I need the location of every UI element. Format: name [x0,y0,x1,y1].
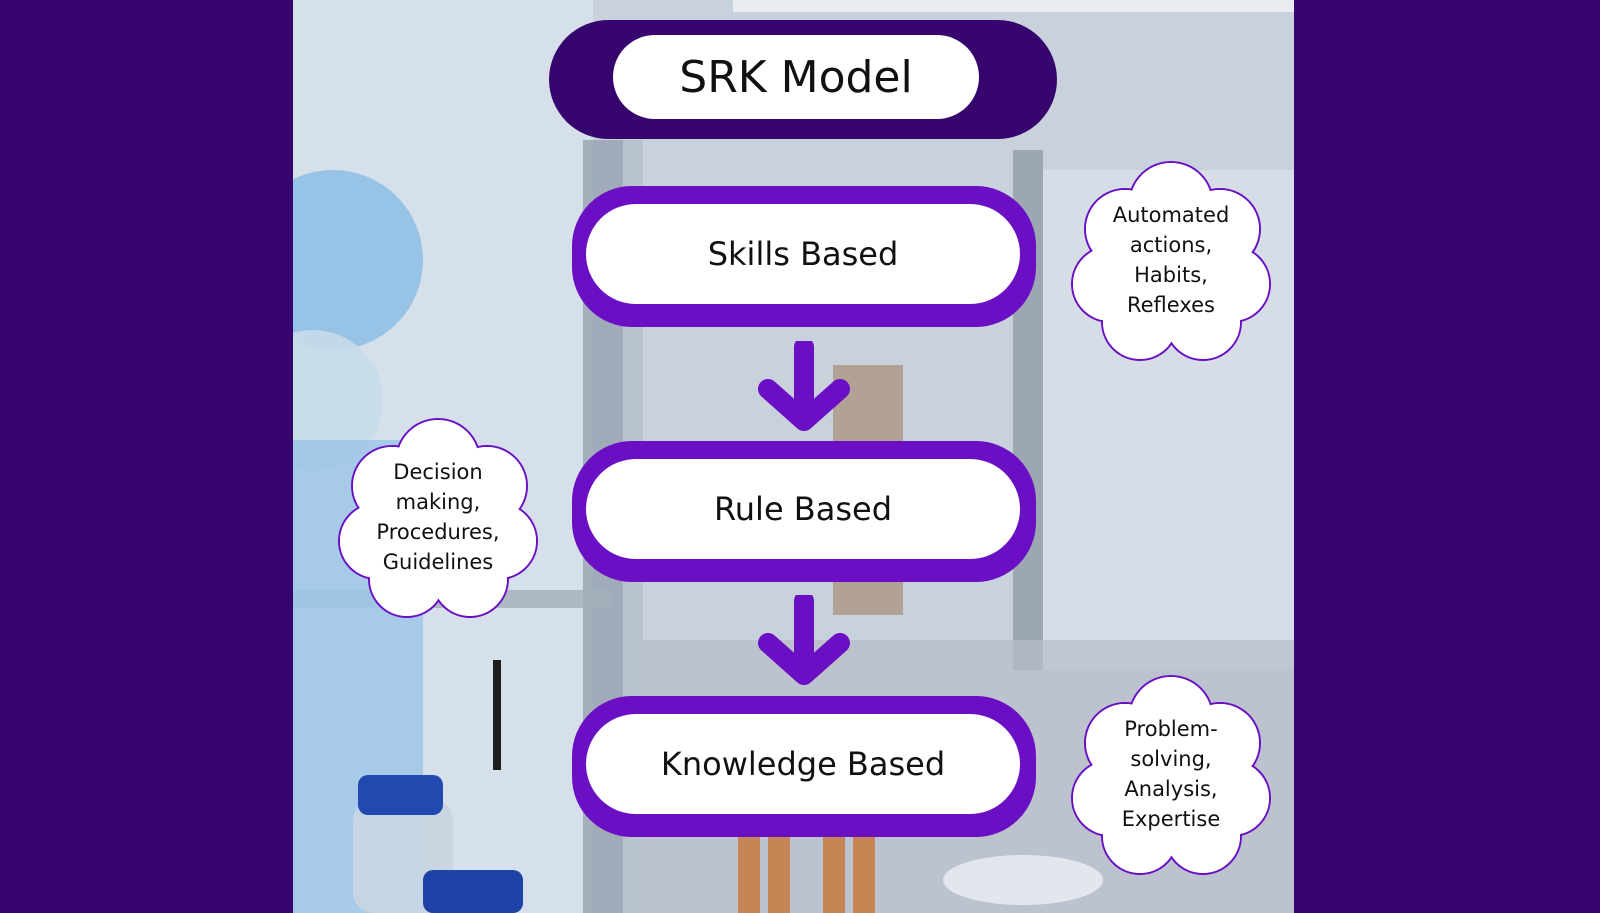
cloud-note-rule: Decision making, Procedures, Guidelines [376,460,500,574]
down-arrow-icon [758,341,850,431]
diagram-title: SRK Model [613,35,979,119]
cloud-note-skills: Automated actions, Habits, Reflexes [1112,203,1230,317]
level-rule-based: Rule Based [586,459,1020,559]
cloud-note-knowledge: Problem- solving, Analysis, Expertise [1121,717,1221,831]
cloud-shape [1071,675,1271,875]
level-knowledge-based: Knowledge Based [586,714,1020,814]
down-arrow-icon [758,595,850,685]
cloud-shape [338,418,538,618]
cloud-shape [1071,161,1271,361]
level-skills-based: Skills Based [586,204,1020,304]
